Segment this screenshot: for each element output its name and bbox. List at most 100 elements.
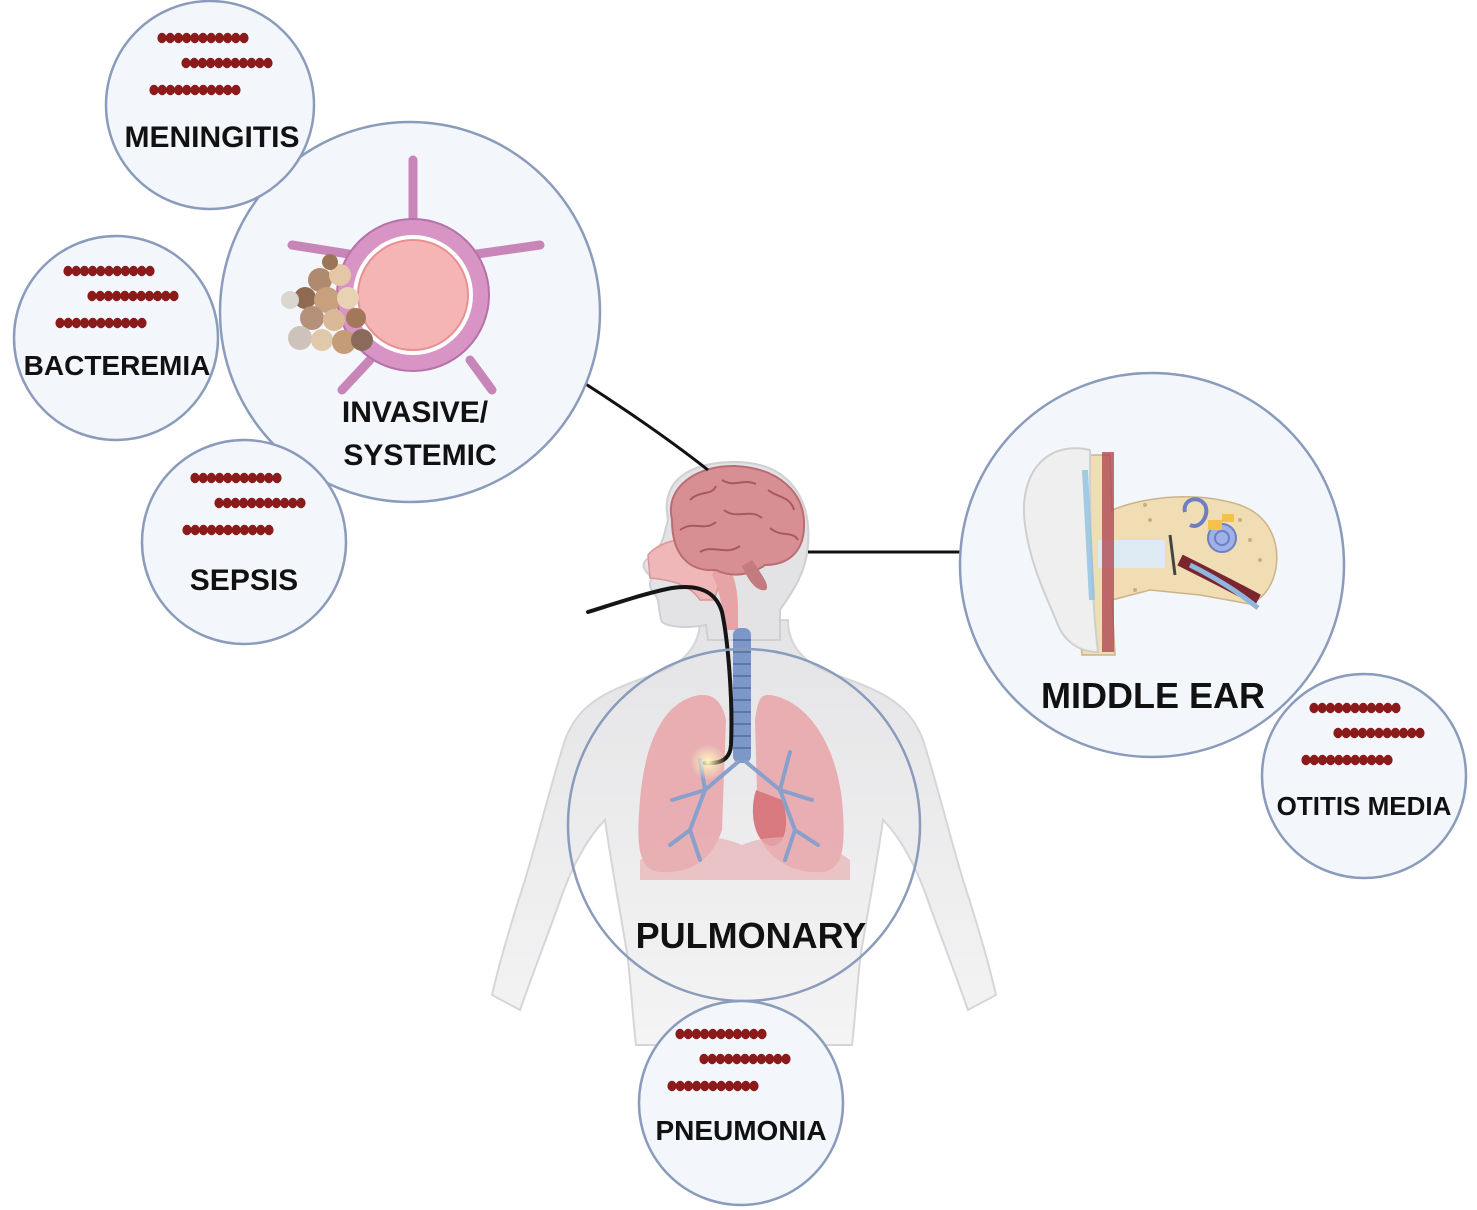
bacterium-bead xyxy=(230,57,240,69)
bacterium-bead xyxy=(1350,702,1360,714)
otitis-media-label: OTITIS MEDIA xyxy=(1277,791,1452,821)
bacterium-bead xyxy=(765,1053,775,1065)
bacteremia-label: BACTEREMIA xyxy=(24,350,211,381)
bacterium-bead xyxy=(1375,702,1385,714)
bacterium-bead xyxy=(181,57,191,69)
pulmonary-label: PULMONARY xyxy=(636,915,867,956)
bacterium-bead xyxy=(63,265,73,277)
invasive-region: INVASIVE/ SYSTEMIC xyxy=(218,120,602,504)
bacterium-bead xyxy=(71,317,81,329)
bacterium-bead xyxy=(1341,727,1351,739)
bacterium-bead xyxy=(182,524,192,536)
bacterium-bead xyxy=(724,1080,735,1092)
bacterium-bead xyxy=(55,317,65,329)
bacterium-bead xyxy=(1366,702,1376,714)
bacteria-chain-icon xyxy=(667,1028,791,1092)
bacterium-bead xyxy=(1317,754,1327,766)
human-body-illustration xyxy=(490,460,998,1046)
bacteria-chain-icon xyxy=(182,472,306,536)
bacteria-chain-icon xyxy=(149,32,273,96)
bacterium-bead xyxy=(1399,727,1409,739)
bacterium-bead xyxy=(264,472,274,484)
pneumonia-label: PNEUMONIA xyxy=(655,1115,826,1146)
bacterium-bead xyxy=(120,265,130,277)
bacterium-bead xyxy=(699,1053,709,1065)
bacterium-bead xyxy=(748,1053,758,1065)
bacterium-bead xyxy=(732,1028,743,1040)
bacterium-bead xyxy=(756,1053,767,1065)
bacterium-bead xyxy=(741,1028,751,1040)
bacterium-bead xyxy=(732,1053,742,1065)
skin-layer xyxy=(1102,452,1114,652)
bacterium-bead xyxy=(740,1053,750,1065)
bacterium-bead xyxy=(112,290,122,302)
left-lung xyxy=(638,694,726,873)
bacterium-bead xyxy=(749,1080,759,1092)
heart xyxy=(752,790,787,846)
bacterium-bead xyxy=(207,524,217,536)
bacterium-bead xyxy=(1366,727,1376,739)
immune-cell-cluster xyxy=(281,254,373,354)
bacterium-bead xyxy=(197,57,207,69)
bacterium-bead xyxy=(88,265,98,277)
bacterium-bead xyxy=(165,32,175,44)
bacterium-bead xyxy=(137,265,147,277)
bacterium-bead xyxy=(700,1080,710,1092)
meningitis-circle xyxy=(104,0,316,211)
bacterium-bead xyxy=(120,290,130,302)
bacterium-bead xyxy=(121,317,131,329)
bacterium-bead xyxy=(215,524,225,536)
blood-vessel-icon xyxy=(281,155,545,395)
pharynx xyxy=(712,560,738,630)
bacterium-bead xyxy=(104,317,114,329)
bronchial-tree xyxy=(668,750,820,862)
bacterium-bead xyxy=(1350,754,1360,766)
bacterium-bead xyxy=(1334,702,1344,714)
bacterium-bead xyxy=(691,1028,702,1040)
ossicles xyxy=(1208,514,1234,530)
pneumonia-circle xyxy=(637,999,845,1207)
bacterium-bead xyxy=(1317,702,1327,714)
bacterium-bead xyxy=(231,472,241,484)
bacterium-bead xyxy=(757,1028,767,1040)
bacterium-bead xyxy=(214,57,224,69)
bacterium-bead xyxy=(153,290,163,302)
bacterium-bead xyxy=(1415,727,1425,739)
bacterium-bead xyxy=(1383,702,1393,714)
bacterium-bead xyxy=(280,497,290,509)
tympanic-membrane xyxy=(1168,534,1177,576)
sepsis-label: SEPSIS xyxy=(190,564,298,597)
bacterium-bead xyxy=(724,1028,734,1040)
bacterium-bead xyxy=(206,84,216,96)
bacterium-bead xyxy=(272,472,282,484)
torso-silhouette xyxy=(490,619,998,1046)
bacterium-bead xyxy=(741,1080,751,1092)
bacterium-bead xyxy=(247,57,257,69)
bacterium-bead xyxy=(715,1053,726,1065)
bacterium-bead xyxy=(1309,754,1319,766)
bacterium-bead xyxy=(683,1028,693,1040)
bacterium-bead xyxy=(103,290,113,302)
bacterium-bead xyxy=(173,32,183,44)
bacterium-bead xyxy=(708,1028,718,1040)
invasive-label-line2: SYSTEMIC xyxy=(343,439,496,472)
bacterium-bead xyxy=(80,317,90,329)
bacterium-bead xyxy=(1342,702,1352,714)
bacterium-bead xyxy=(239,497,249,509)
bacterium-bead xyxy=(773,1053,783,1065)
bacterium-bead xyxy=(1309,702,1319,714)
bacteremia-circle xyxy=(12,234,220,442)
trachea xyxy=(733,628,751,763)
bacterium-bead xyxy=(733,1080,743,1092)
bacterium-bead xyxy=(145,265,155,277)
ear-icon xyxy=(1022,447,1278,656)
bacterium-bead xyxy=(700,1028,710,1040)
bacterium-bead xyxy=(190,472,200,484)
bacterium-bead xyxy=(675,1028,685,1040)
bacterium-bead xyxy=(223,524,233,536)
bone-texture xyxy=(1133,503,1262,592)
bacterium-bead xyxy=(781,1053,791,1065)
disease-pneumonia: PNEUMONIA xyxy=(637,999,845,1207)
bacterium-bead xyxy=(149,84,159,96)
bacterium-bead xyxy=(256,472,266,484)
